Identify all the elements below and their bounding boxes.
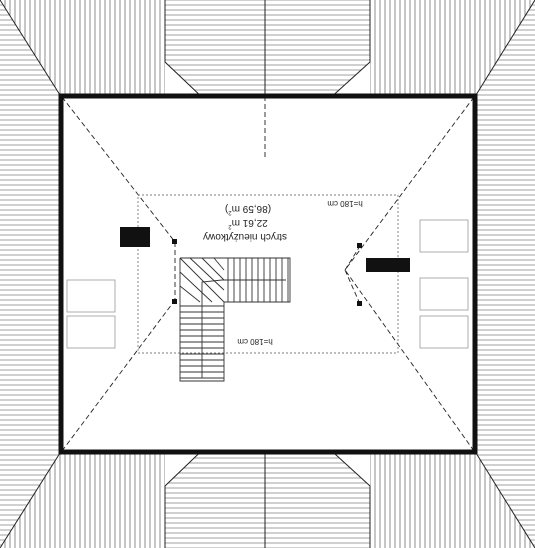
- svg-text:h=180 cm: h=180 cm: [327, 199, 363, 208]
- roof-slope-left: [0, 0, 60, 546]
- height-label-bottom: h=180 cm: [237, 337, 273, 346]
- room-area: 22,61 m2: [228, 217, 268, 229]
- stair-line: [201, 279, 286, 378]
- roof-slope-bottom-left: [0, 453, 165, 548]
- height-label-top-right: h=180 cm: [327, 199, 363, 208]
- svg-text:h=180 cm: h=180 cm: [237, 337, 273, 346]
- stair-line: [179, 257, 225, 303]
- roof-slope-top-right: [370, 0, 535, 95]
- stair-line: [201, 257, 225, 281]
- room-total-area: (86,59 m2): [225, 203, 271, 215]
- roof-windows-left: [66, 279, 116, 349]
- chimney-right: [366, 258, 410, 272]
- roof-windows-right: [419, 219, 469, 349]
- chimney-left: [120, 227, 150, 247]
- post-markers: [172, 239, 362, 306]
- room-name: strych nieużytkowy: [203, 231, 287, 242]
- room-label-group: strych nieużytkowy 22,61 m2 (86,59 m2): [203, 203, 287, 242]
- roof-slope-right: [476, 0, 535, 546]
- headroom-boundary: [137, 194, 399, 354]
- roof-slope-top-left: [0, 0, 165, 95]
- stair-line: [179, 271, 213, 303]
- stair-line: [189, 257, 225, 291]
- hip-lines: [61, 96, 475, 452]
- attic-interior: [61, 96, 475, 452]
- roof-slope-bottom-right: [370, 453, 535, 548]
- stair-line: [213, 257, 225, 271]
- stair-line: [179, 285, 201, 303]
- staircase: [179, 257, 291, 382]
- outer-wall: [58, 93, 478, 455]
